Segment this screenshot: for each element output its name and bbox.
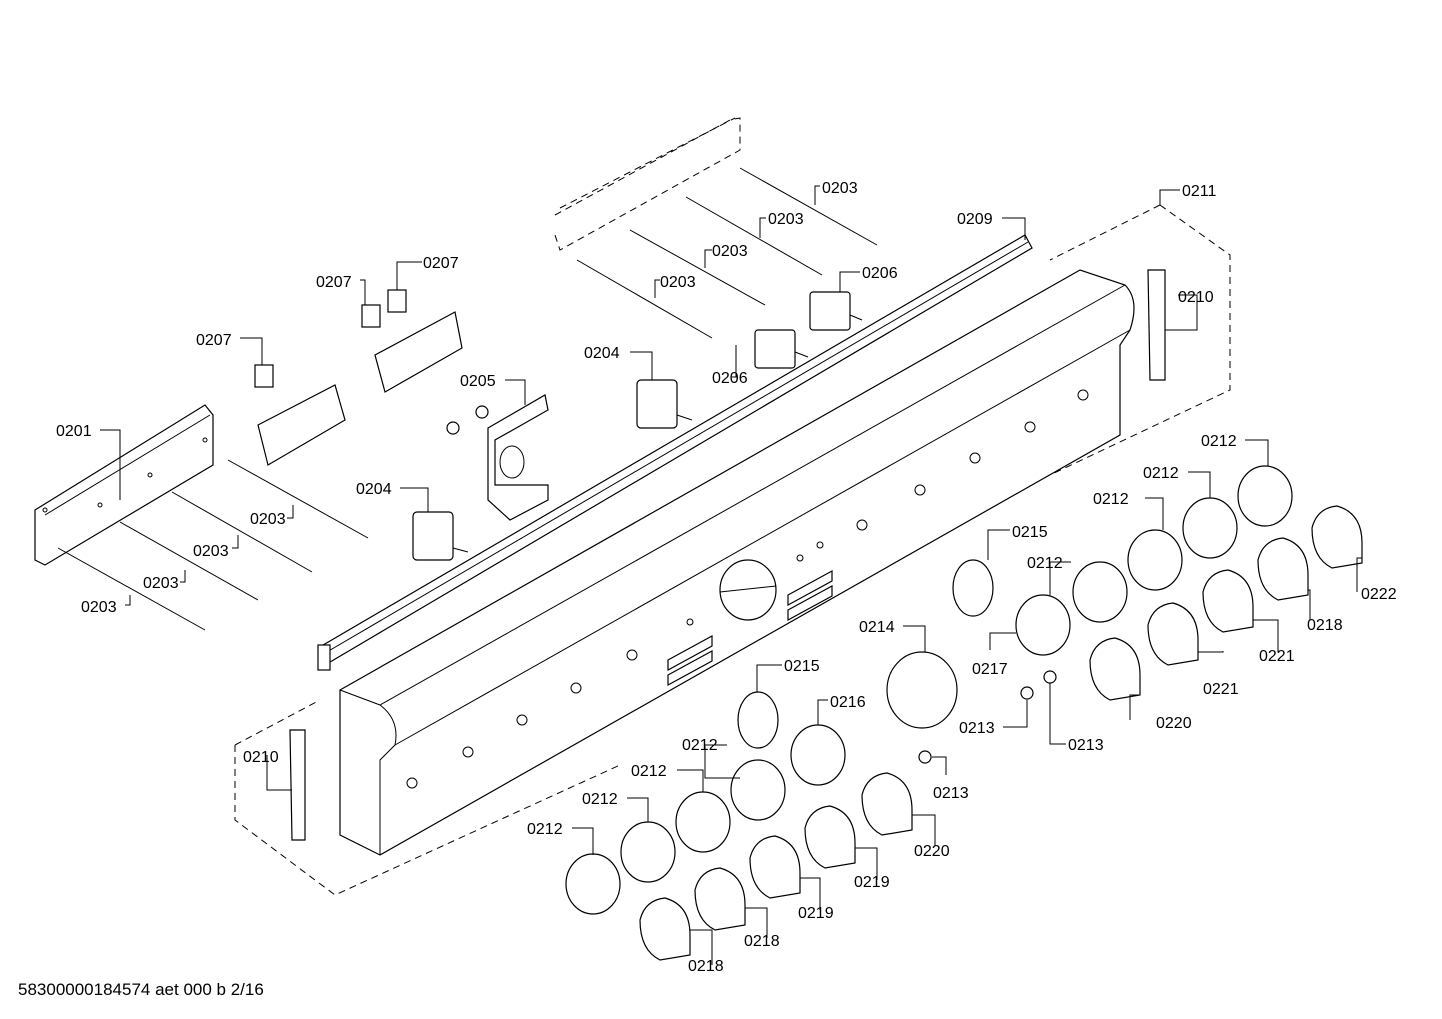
callout-0203: 0203 — [250, 511, 286, 528]
callout-0203: 0203 — [81, 599, 117, 616]
document-id-footer: 58300000184574 aet 000 b 2/16 — [18, 980, 264, 999]
knob-holes — [406, 389, 1089, 789]
control-knobs — [639, 505, 1363, 961]
callout-0215: 0215 — [1012, 524, 1048, 541]
mounting-disc — [952, 559, 994, 617]
assembly-outline — [234, 204, 1231, 896]
nut — [446, 421, 460, 435]
callout-0213: 0213 — [933, 785, 969, 802]
dial-ring — [790, 724, 846, 786]
callout-0207: 0207 — [196, 332, 232, 349]
rotary-switches — [412, 379, 693, 561]
callout-0201: 0201 — [56, 423, 92, 440]
callout-0212: 0212 — [631, 763, 667, 780]
rods — [57, 167, 878, 631]
control-panel-fascia — [339, 269, 1135, 856]
callout-0219: 0219 — [854, 874, 890, 891]
side-bracket — [34, 404, 214, 566]
dial-ring — [1015, 594, 1071, 656]
callout-0221: 0221 — [1203, 681, 1239, 698]
mounting-disc — [737, 691, 779, 749]
mounting-bracket — [487, 394, 549, 521]
dials-and-discs — [737, 559, 1071, 786]
callout-0204: 0204 — [584, 345, 620, 362]
callout-labels: 0201 0203 0203 0203 0203 0203 0203 0203 … — [56, 180, 1397, 975]
callout-0212: 0212 — [1201, 433, 1237, 450]
callout-0211: 0211 — [1182, 183, 1217, 200]
callout-0207: 0207 — [316, 274, 352, 291]
callout-0212: 0212 — [682, 737, 718, 754]
callout-0205: 0205 — [460, 373, 496, 390]
callout-0207: 0207 — [423, 255, 459, 272]
callout-0212: 0212 — [582, 791, 618, 808]
circuit-boards — [257, 311, 463, 466]
callout-0203: 0203 — [193, 543, 229, 560]
end-brackets — [289, 269, 1166, 841]
callout-0209: 0209 — [957, 211, 993, 228]
leader-lines — [100, 185, 1362, 965]
callout-0220: 0220 — [1156, 715, 1192, 732]
callout-0222: 0222 — [1361, 586, 1397, 603]
callout-0212: 0212 — [527, 821, 563, 838]
callout-0217: 0217 — [972, 661, 1008, 678]
callout-0212: 0212 — [1027, 555, 1063, 572]
callout-0212: 0212 — [1143, 465, 1179, 482]
nut — [475, 405, 489, 419]
rear-frame-bracket — [554, 117, 741, 251]
display-window — [719, 559, 777, 621]
callout-0221: 0221 — [1259, 648, 1295, 665]
callout-0212: 0212 — [1093, 491, 1129, 508]
clock-dial — [886, 651, 958, 729]
callout-0203: 0203 — [143, 575, 179, 592]
energy-regulators — [754, 291, 863, 369]
callout-0220: 0220 — [914, 843, 950, 860]
callout-0219: 0219 — [798, 905, 834, 922]
callout-0210: 0210 — [1178, 289, 1214, 306]
callout-0213: 0213 — [959, 720, 995, 737]
callout-0203: 0203 — [660, 274, 696, 291]
callout-0210: 0210 — [243, 749, 279, 766]
callout-0218: 0218 — [688, 958, 724, 975]
callout-0218: 0218 — [1307, 617, 1343, 634]
knob-rings — [565, 465, 1293, 915]
callout-0215: 0215 — [784, 658, 820, 675]
callout-0213: 0213 — [1068, 737, 1104, 754]
callout-0214: 0214 — [859, 619, 895, 636]
callout-0204: 0204 — [356, 481, 392, 498]
callout-0218: 0218 — [744, 933, 780, 950]
callout-0203: 0203 — [822, 180, 858, 197]
callout-0216: 0216 — [830, 694, 866, 711]
toggle-switches — [254, 289, 407, 388]
callout-0203: 0203 — [768, 211, 804, 228]
callout-0206: 0206 — [712, 370, 748, 387]
trim-strip — [317, 234, 1033, 671]
callout-0206: 0206 — [862, 265, 898, 282]
callout-0203: 0203 — [712, 243, 748, 260]
